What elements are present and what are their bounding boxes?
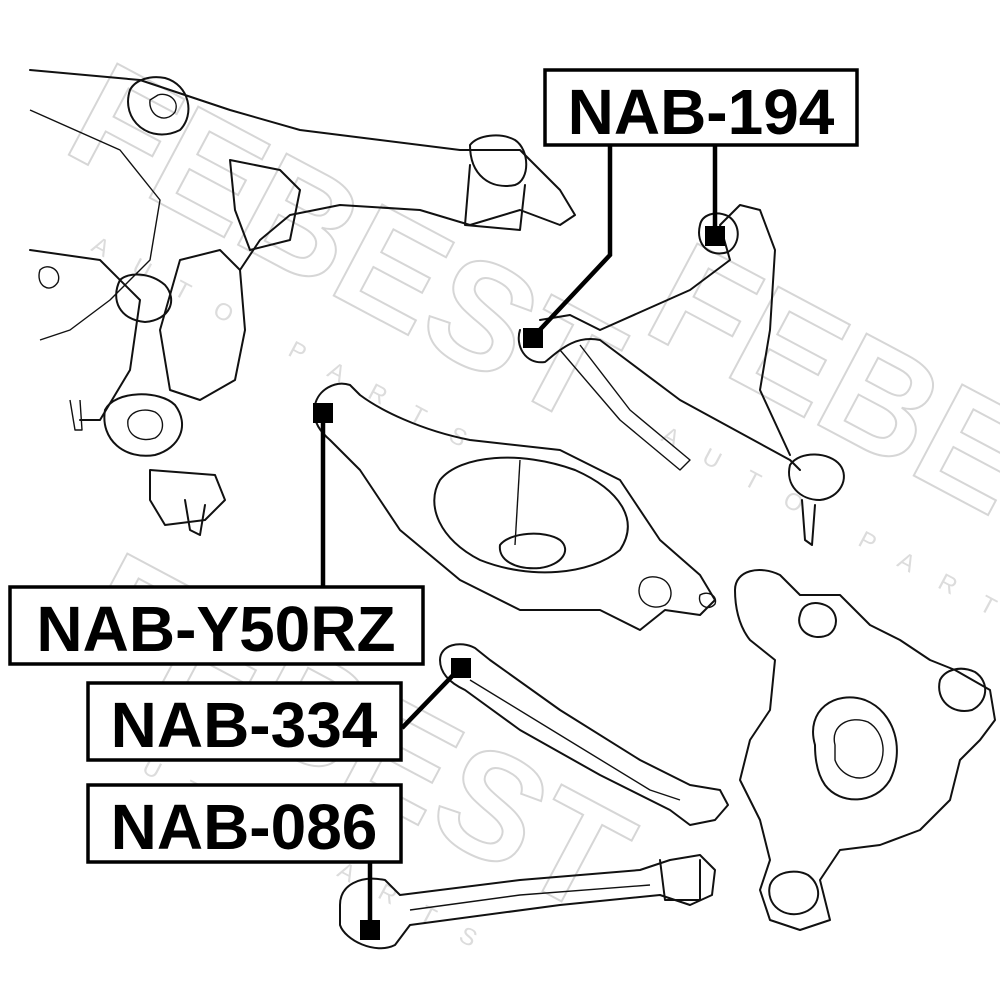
subframe bbox=[29, 69, 576, 536]
knuckle bbox=[734, 569, 996, 931]
leader-nab-334 bbox=[400, 666, 462, 730]
label-text-nab-y50rz: NAB-Y50RZ bbox=[36, 593, 395, 665]
label-nab-194: NAB-194 bbox=[543, 68, 859, 148]
label-text-nab-194: NAB-194 bbox=[568, 76, 835, 148]
lateral-link bbox=[439, 643, 729, 826]
marker-nab-194-a bbox=[523, 328, 543, 348]
label-nab-334: NAB-334 bbox=[86, 681, 403, 762]
marker-nab-194-b bbox=[705, 226, 725, 246]
label-nab-y50rz: NAB-Y50RZ bbox=[8, 585, 425, 666]
lower-control-arm bbox=[313, 382, 717, 631]
label-nab-086: NAB-086 bbox=[86, 783, 403, 864]
label-text-nab-086: NAB-086 bbox=[111, 791, 378, 863]
marker-nab-334 bbox=[451, 658, 471, 678]
marker-nab-y50rz bbox=[313, 403, 333, 423]
callouts bbox=[313, 140, 725, 940]
label-text-nab-334: NAB-334 bbox=[111, 689, 378, 761]
leader-nab-194-a bbox=[533, 140, 613, 337]
marker-nab-086 bbox=[360, 920, 380, 940]
toe-link bbox=[339, 854, 716, 950]
upper-control-arm bbox=[517, 204, 845, 546]
